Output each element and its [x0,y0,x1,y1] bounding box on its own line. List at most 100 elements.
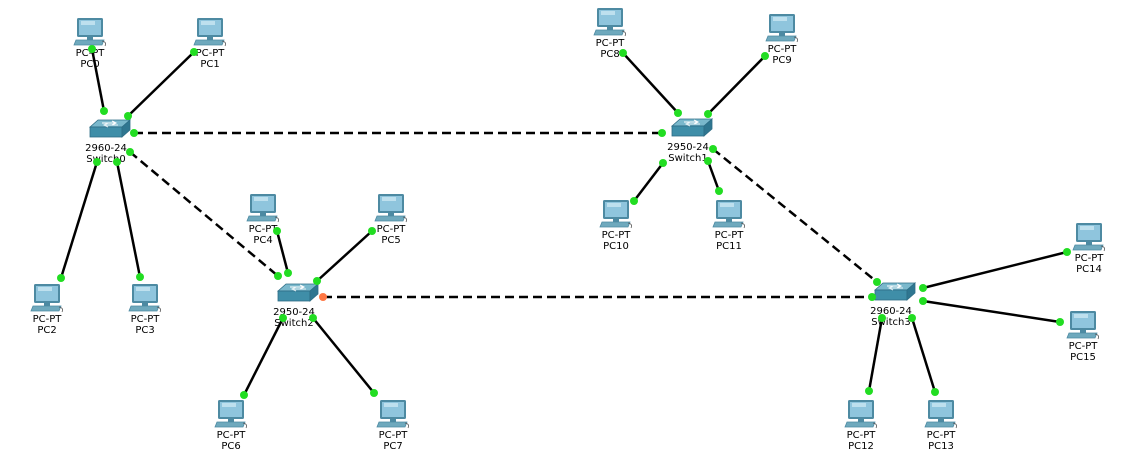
network-switch-icon [88,119,132,138]
pc-name-label: PC14 [1076,264,1102,275]
switch-model-label: 2950-24 [273,307,315,318]
port-indicator-pc3 [136,273,144,281]
port-indicator-sw3 [878,314,886,322]
port-indicator-sw3 [908,314,916,322]
pc-icon [376,400,409,429]
link-sw1-pc9[interactable] [707,55,766,115]
link-sw1-pc10[interactable] [633,162,664,202]
link-sw2-pc4[interactable] [275,230,290,274]
links-layer [59,48,1068,396]
pc-icon [246,194,279,223]
port-indicator-sw2 [313,277,321,285]
switch-model-label: 2950-24 [667,142,709,153]
port-indicator-pc14 [1063,248,1071,256]
pc-icon [712,200,745,229]
link-sw1-pc11[interactable] [706,160,721,192]
port-indicator-pc15 [1056,318,1064,326]
pc-type-label: PC-PT [927,430,957,441]
pc-type-label: PC-PT [217,430,247,441]
pc-name-label: PC3 [135,325,154,336]
pc-type-label: PC-PT [596,38,626,49]
pc-type-label: PC-PT [1069,341,1099,352]
pc-name-label: PC5 [381,235,400,246]
pc-name-label: PC8 [600,49,619,60]
port-indicator-pc7 [370,389,378,397]
link-sw2-pc5[interactable] [316,230,373,282]
link-sw3-pc14[interactable] [922,250,1068,290]
link-sw1-pc8[interactable] [622,52,679,114]
port-indicator-pc6 [240,391,248,399]
link-sw1-sw3[interactable] [712,148,878,283]
pc-type-label: PC-PT [249,224,279,235]
port-indicator-sw0 [93,158,101,166]
link-sw3-pc13[interactable] [910,317,937,393]
port-indicator-sw1 [674,109,682,117]
link-sw3-pc12[interactable] [867,317,884,392]
port-indicator-pc1 [190,48,198,56]
port-indicator-sw0 [124,112,132,120]
port-indicator-sw0 [126,148,134,156]
port-indicator-sw1 [709,145,717,153]
port-indicator-sw0 [113,158,121,166]
link-sw3-pc15[interactable] [922,299,1061,324]
pc-type-label: PC-PT [33,314,63,325]
pc-icon [1066,311,1099,340]
network-switch-icon [873,282,917,301]
pc-type-label: PC-PT [196,48,226,59]
link-sw0-pc2[interactable] [59,161,99,279]
pc-icon [765,14,798,43]
pc-icon [924,400,957,429]
pc-type-label: PC-PT [602,230,632,241]
switch-model-label: 2960-24 [870,306,912,317]
network-switch-icon [670,118,714,137]
port-indicator-sw1 [658,129,666,137]
link-sw0-pc0[interactable] [90,48,106,112]
link-sw2-pc7[interactable] [312,317,375,394]
port-indicator-pc11 [715,187,723,195]
network-switch-icon [276,283,320,302]
port-indicator-pc9 [761,52,769,60]
port-indicator-sw3 [868,293,876,301]
port-indicator-pc10 [630,197,638,205]
link-sw0-pc3[interactable] [115,161,142,278]
pc-name-label: PC11 [716,241,742,252]
port-indicator-sw0 [130,129,138,137]
port-indicator-sw3 [919,284,927,292]
port-indicator-sw3 [919,297,927,305]
pc-type-label: PC-PT [768,44,798,55]
pc-name-label: PC15 [1070,352,1096,363]
port-indicator-pc12 [865,387,873,395]
port-indicator-sw0 [100,107,108,115]
link-sw0-pc1[interactable] [127,51,195,117]
port-indicator-pc2 [57,274,65,282]
link-sw2-pc6[interactable] [242,317,285,396]
pc-icon [30,284,63,313]
switch-name-label: Switch3 [871,317,910,328]
port-indicator-sw2 [319,293,327,301]
link-sw0-sw2[interactable] [129,151,279,277]
pc-icon [1072,223,1105,252]
pc-name-label: PC2 [37,325,56,336]
pc-name-label: PC10 [603,241,629,252]
